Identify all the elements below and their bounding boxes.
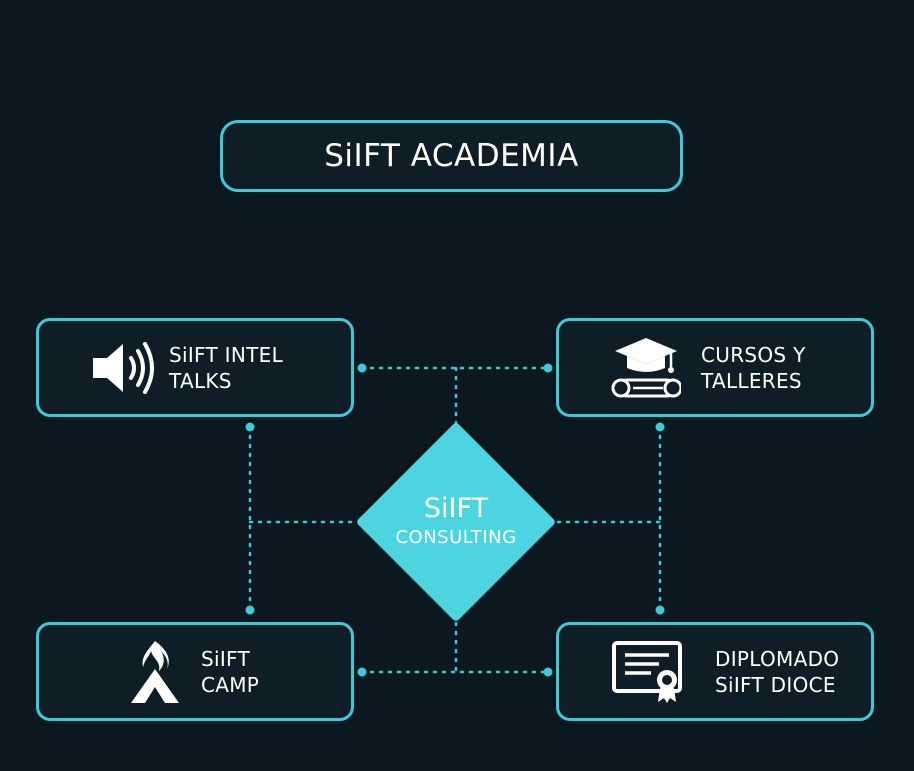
node-label-line2: TALLERES bbox=[701, 368, 802, 393]
node-label-line1: DIPLOMADO bbox=[715, 646, 840, 671]
node-label-line1: CURSOS Y bbox=[701, 342, 806, 367]
connector-dot bbox=[655, 605, 665, 615]
node-label-line1: SiIFT INTEL bbox=[169, 342, 284, 367]
connector-dot bbox=[245, 605, 255, 615]
node-cursos-talleres: CURSOS Y TALLERES bbox=[556, 318, 874, 417]
node-label-line2: SiIFT DIOCE bbox=[715, 672, 836, 697]
speaker-icon bbox=[89, 338, 157, 398]
certificate-icon bbox=[611, 640, 687, 704]
node-label-line1: SiIFT bbox=[201, 646, 251, 671]
node-label-line2: TALKS bbox=[169, 368, 232, 393]
node-camp: SiIFT CAMP bbox=[36, 622, 354, 721]
connector-dot bbox=[357, 363, 367, 373]
title-box: SiIFT ACADEMIA bbox=[220, 120, 683, 192]
node-intel-talks: SiIFT INTEL TALKS bbox=[36, 318, 354, 417]
center-label-line1: SiIFT bbox=[423, 493, 489, 524]
connector-dot bbox=[543, 667, 553, 677]
center-label-line2: CONSULTING bbox=[395, 527, 517, 548]
node-label-line2: CAMP bbox=[201, 672, 260, 697]
node-label: CURSOS Y TALLERES bbox=[701, 342, 806, 394]
connector-dot bbox=[245, 422, 255, 432]
node-diplomado: DIPLOMADO SiIFT DIOCE bbox=[556, 622, 874, 721]
node-label: SiIFT INTEL TALKS bbox=[169, 342, 283, 394]
connector-dot bbox=[655, 422, 665, 432]
connector-dot bbox=[543, 363, 553, 373]
center-label: SiIFT CONSULTING bbox=[356, 482, 556, 562]
connector-dot bbox=[357, 667, 367, 677]
node-label: DIPLOMADO SiIFT DIOCE bbox=[715, 646, 839, 698]
campfire-tent-icon bbox=[127, 639, 183, 705]
graduation-cap-diploma-icon bbox=[611, 334, 681, 402]
node-label: SiIFT CAMP bbox=[201, 646, 259, 698]
diagram-title: SiIFT ACADEMIA bbox=[324, 138, 579, 174]
